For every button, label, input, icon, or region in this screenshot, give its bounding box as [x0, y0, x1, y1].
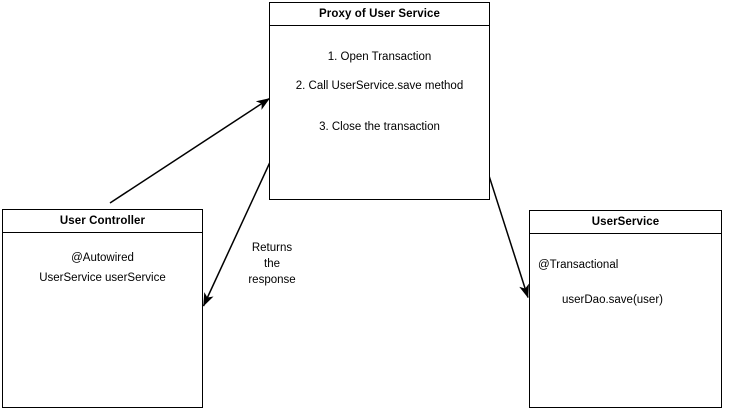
node-proxy-line-2: 2. Call UserService.save method: [295, 80, 464, 92]
node-proxy-line-1: 1. Open Transaction: [327, 51, 432, 63]
node-proxy-header: Proxy of User Service: [270, 3, 489, 26]
node-controller-body: @Autowired UserService userService: [3, 233, 202, 407]
node-service-line-1: @Transactional: [538, 259, 619, 271]
node-controller-header: User Controller: [3, 210, 202, 233]
node-service-line-2: userDao.save(user): [562, 294, 663, 306]
edge-label-returns-the-response: Returns the response: [248, 242, 296, 286]
node-service-body: @Transactional userDao.save(user): [530, 234, 721, 407]
arrow-controller-to-proxy: [109, 97, 271, 204]
node-controller-line-2: UserService userService: [39, 272, 166, 284]
node-controller-line-1: @Autowired: [71, 252, 134, 264]
node-proxy-body: 1. Open Transaction 2. Call UserService.…: [270, 26, 489, 199]
node-user-service[interactable]: UserService @Transactional userDao.save(…: [529, 210, 722, 408]
node-service-header: UserService: [530, 211, 721, 234]
node-user-controller[interactable]: User Controller @Autowired UserService u…: [2, 209, 203, 408]
node-proxy-line-3: 3. Close the transaction: [319, 121, 440, 133]
node-proxy-of-user-service[interactable]: Proxy of User Service 1. Open Transactio…: [269, 2, 490, 200]
arrow-proxy-to-controller: [202, 159, 272, 307]
